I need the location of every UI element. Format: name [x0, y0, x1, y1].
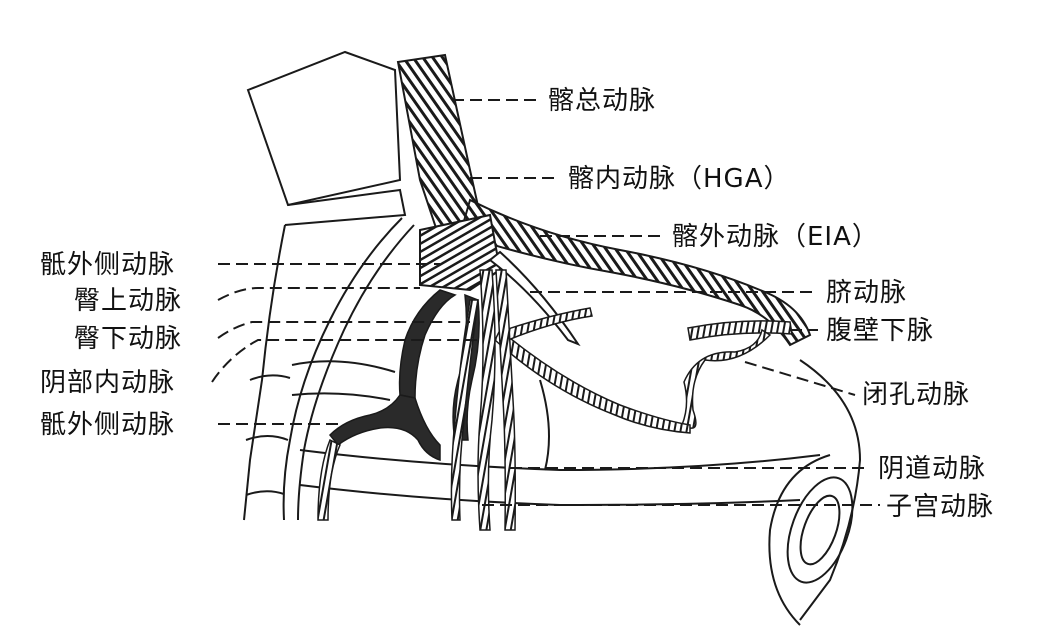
inferior-epigastric-artery [687, 320, 793, 341]
sacrum-outline [243, 50, 415, 521]
label-inferior-gluteal: 臀下动脉 [74, 324, 183, 354]
leader-obturator [744, 361, 856, 396]
leader-lines [211, 99, 880, 506]
label-lateral-sacral-lower: 骶外侧动脉 [40, 410, 176, 440]
label-lateral-sacral-upper: 骶外侧动脉 [40, 250, 176, 280]
label-common-iliac: 髂总动脉 [548, 86, 657, 116]
label-external-iliac: 髂外动脉（EIA） [672, 222, 879, 252]
label-inferior-epigastric: 腹壁下脉 [826, 316, 935, 346]
uterine-artery [450, 299, 479, 521]
lateral-sacral-artery-lower [328, 394, 441, 462]
label-vaginal: 阴道动脉 [878, 454, 987, 484]
label-umbilical: 脐动脉 [826, 278, 908, 308]
label-obturator: 闭孔动脉 [862, 380, 971, 410]
label-superior-gluteal: 臀上动脉 [74, 286, 183, 316]
vaginal-artery [495, 269, 516, 531]
leader-internal-pudendal [211, 339, 480, 383]
obturator-artery [494, 328, 691, 434]
leader-superior-gluteal [217, 287, 420, 301]
label-internal-pudendal: 阴部内动脉 [40, 368, 176, 398]
obturator-branch [681, 328, 772, 429]
label-internal-iliac: 髂内动脉（HGA） [568, 164, 791, 194]
superior-gluteal-artery [398, 289, 457, 399]
label-uterine: 子宫动脉 [886, 492, 995, 522]
lateral-sacral-branch [317, 438, 341, 521]
small-branch [504, 307, 593, 342]
leader-inferior-gluteal [217, 321, 470, 339]
internal-pudendal-artery [477, 269, 496, 531]
